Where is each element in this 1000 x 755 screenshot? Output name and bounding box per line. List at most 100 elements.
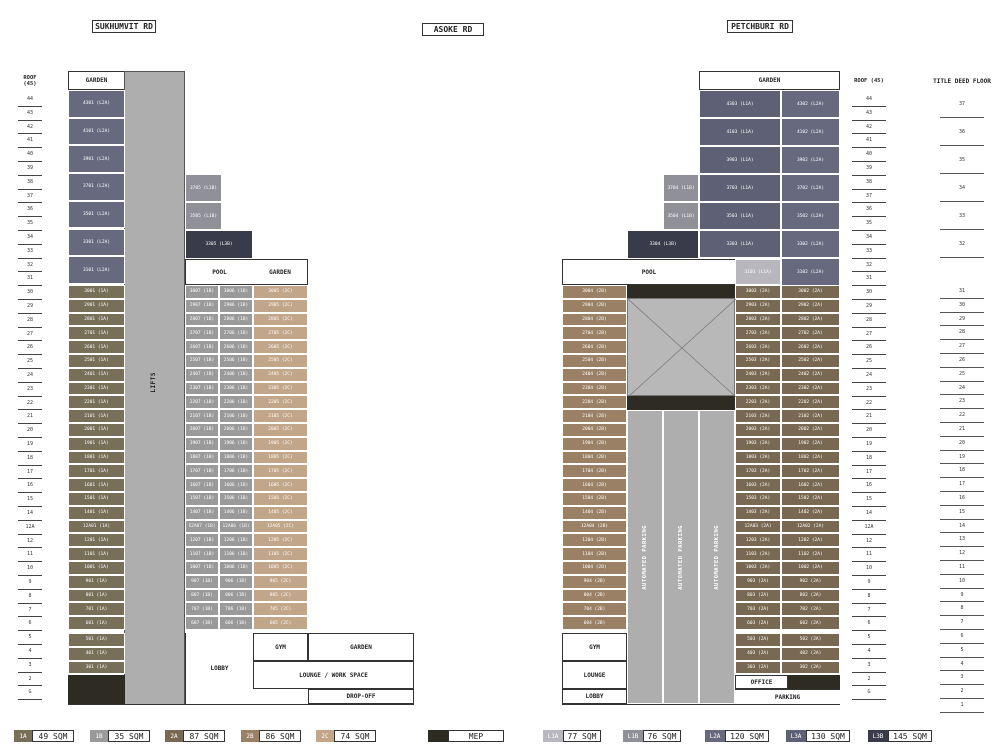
unit-cell: 2206 (1B) bbox=[219, 395, 253, 410]
unit-cell: 2203 (2A) bbox=[735, 395, 781, 410]
unit-cell: 4102 (L2A) bbox=[781, 118, 840, 146]
unit-cell: 2403 (2A) bbox=[735, 367, 781, 382]
unit-cell: 1701 (1A) bbox=[68, 464, 125, 479]
unit-cell: 2705 (2C) bbox=[253, 326, 308, 341]
legend-text: 35 SQM bbox=[108, 730, 150, 742]
unit-cell: 1902 (2A) bbox=[781, 436, 840, 451]
floor-label: 29 bbox=[852, 300, 886, 314]
unit-cell: 1702 (2A) bbox=[781, 464, 840, 479]
unit-cell: 2501 (1A) bbox=[68, 354, 125, 368]
unit-cell: 701 (1A) bbox=[68, 602, 125, 617]
legend-text: 86 SQM bbox=[259, 730, 301, 742]
unit-cell: 302 (2A) bbox=[781, 660, 840, 675]
title-deed-floor: 37 bbox=[940, 90, 984, 118]
legend-swatch: L3B bbox=[868, 730, 888, 742]
legend-swatch: L2A bbox=[705, 730, 725, 742]
unit-cell: 12A01 (1A) bbox=[68, 519, 125, 534]
floor-label: 18 bbox=[852, 452, 886, 466]
unit-cell: 605 (2C) bbox=[253, 616, 308, 630]
title-deed-floor: 28 bbox=[940, 326, 984, 341]
unit-cell: 3703 (L1A) bbox=[699, 174, 781, 202]
unit-cell: 607 (1B) bbox=[185, 616, 219, 630]
title-deed-floor: 32 bbox=[940, 230, 984, 258]
unit-cell: 703 (2A) bbox=[735, 602, 781, 617]
unit-cell: 806 (1B) bbox=[219, 588, 253, 603]
unit-cell: 1004 (2B) bbox=[562, 561, 627, 575]
floor-label: 17 bbox=[18, 466, 42, 480]
unit-cell: 2703 (2A) bbox=[735, 326, 781, 341]
unit-cell: 2002 (2A) bbox=[781, 423, 840, 437]
unit-cell: 2107 (1B) bbox=[185, 409, 219, 423]
floor-label: 8 bbox=[852, 590, 886, 604]
floor-label: 34 bbox=[18, 231, 42, 245]
legend-swatch: 1A bbox=[14, 730, 32, 742]
unit-cell: 603 (2A) bbox=[735, 616, 781, 630]
unit-cell: 1401 (1A) bbox=[68, 505, 125, 520]
floor-label: 26 bbox=[18, 341, 42, 356]
auto-parking-2 bbox=[663, 410, 699, 704]
legend-text: 76 SQM bbox=[643, 730, 681, 742]
unit-cell: 704 (2B) bbox=[562, 602, 627, 617]
unit-cell: 2706 (1B) bbox=[219, 326, 253, 341]
unit-cell: 904 (2B) bbox=[562, 574, 627, 589]
unit-cell: 1201 (1A) bbox=[68, 533, 125, 548]
unit-cell: 1707 (1B) bbox=[185, 464, 219, 479]
unit-cell: 901 (1A) bbox=[68, 574, 125, 589]
unit-cell: 2707 (1B) bbox=[185, 326, 219, 341]
legend-swatch: 1B bbox=[90, 730, 108, 742]
unit-cell: 3901 (L2A) bbox=[68, 145, 125, 174]
unit-cell: 1204 (2B) bbox=[562, 533, 627, 548]
floor-label: 20 bbox=[18, 424, 42, 438]
unit-cell: 3006 (1B) bbox=[219, 285, 253, 299]
title-deed-floor: 20 bbox=[940, 437, 984, 451]
unit-cell: 2505 (2C) bbox=[253, 354, 308, 368]
auto-parking-label-1: AUTOMATED PARKING bbox=[642, 525, 648, 590]
floor-label: 15 bbox=[18, 493, 42, 507]
lifts-label: LIFTS bbox=[150, 372, 157, 393]
unit-cell: 12A02 (2A) bbox=[781, 519, 840, 534]
unit-cell: 3103 (L1A) bbox=[735, 259, 781, 285]
unit-cell: 1104 (2B) bbox=[562, 547, 627, 561]
legend-swatch: L1B bbox=[623, 730, 643, 742]
unit-cell: 3704 (L1B) bbox=[663, 174, 699, 202]
title-deed-floor: 35 bbox=[940, 146, 984, 174]
unit-cell: 503 (2A) bbox=[735, 633, 781, 647]
floor-label: 7 bbox=[852, 604, 886, 618]
title-deed-floor: 21 bbox=[940, 423, 984, 437]
unit-cell: 3004 (2B) bbox=[562, 285, 627, 299]
unit-cell: 301 (1A) bbox=[68, 660, 125, 675]
legend-text: 49 SQM bbox=[32, 730, 74, 742]
unit-cell: 2303 (2A) bbox=[735, 381, 781, 396]
unit-cell: 3305 (L3B) bbox=[185, 230, 253, 259]
road-petchburi: PETCHBURI RD bbox=[727, 20, 793, 33]
floor-label: G bbox=[18, 686, 42, 701]
unit-cell: 1205 (2C) bbox=[253, 533, 308, 548]
unit-cell: 2401 (1A) bbox=[68, 367, 125, 382]
unit-cell: 1107 (1B) bbox=[185, 547, 219, 561]
unit-cell: 1602 (2A) bbox=[781, 478, 840, 492]
unit-cell: 2201 (1A) bbox=[68, 395, 125, 410]
floor-label: 42 bbox=[852, 121, 886, 135]
unit-cell: 2207 (1B) bbox=[185, 395, 219, 410]
unit-cell: 2102 (2A) bbox=[781, 409, 840, 423]
unit-cell: 1903 (2A) bbox=[735, 436, 781, 451]
unit-cell: 2106 (1B) bbox=[219, 409, 253, 423]
road-asoke: ASOKE RD bbox=[422, 23, 484, 36]
title-deed-floor: 8 bbox=[940, 602, 984, 617]
lounge-left: LOUNGE / WORK SPACE bbox=[253, 661, 414, 689]
auto-parking-1 bbox=[627, 410, 663, 704]
legend-swatch: L1A bbox=[543, 730, 563, 742]
title-deed-floor: 30 bbox=[940, 299, 984, 313]
title-deed-floor: 14 bbox=[940, 520, 984, 534]
unit-cell: 2605 (2C) bbox=[253, 340, 308, 354]
title-deed-floor: 13 bbox=[940, 533, 984, 548]
unit-cell: 3702 (L2A) bbox=[781, 174, 840, 202]
title-deed-floor: 12 bbox=[940, 547, 984, 561]
unit-cell: 604 (2B) bbox=[562, 616, 627, 630]
unit-cell: 2406 (1B) bbox=[219, 367, 253, 382]
floor-label: 41 bbox=[852, 134, 886, 149]
title-deed-floor: 7 bbox=[940, 616, 984, 630]
unit-cell: 902 (2A) bbox=[781, 574, 840, 589]
unit-cell: 2906 (1B) bbox=[219, 298, 253, 313]
unit-cell: 2701 (1A) bbox=[68, 326, 125, 341]
